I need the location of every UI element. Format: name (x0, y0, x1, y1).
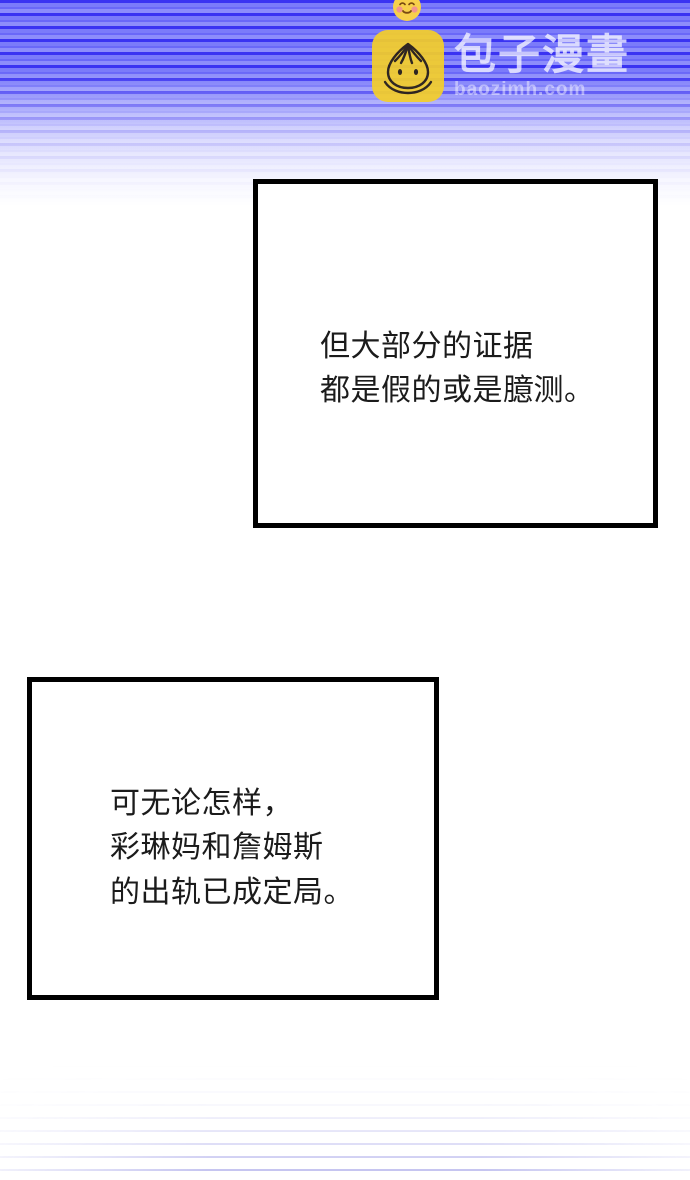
comic-panel-upper-text: 但大部分的证据 都是假的或是臆测。 (320, 330, 595, 408)
comic-panel-upper: 但大部分的证据 都是假的或是臆测。 (253, 179, 658, 528)
watermark-subtitle: baozimh.com (454, 78, 587, 100)
speed-lines-background-bottom (0, 1065, 690, 1180)
smiling-face-with-blush-icon (392, 0, 422, 22)
watermark-text-block: 包子漫畫 baozimh.com (454, 30, 631, 100)
comic-panel-lower-text: 可无论怎样， 彩琳妈和詹姆斯 的出轨已成定局。 (110, 787, 354, 909)
watermark-title: 包子漫畫 (454, 30, 631, 78)
baozi-bun-logo-icon (372, 30, 444, 102)
site-watermark: 包子漫畫 baozimh.com (372, 30, 630, 102)
comic-panel-lower: 可无论怎样， 彩琳妈和詹姆斯 的出轨已成定局。 (27, 677, 439, 1000)
